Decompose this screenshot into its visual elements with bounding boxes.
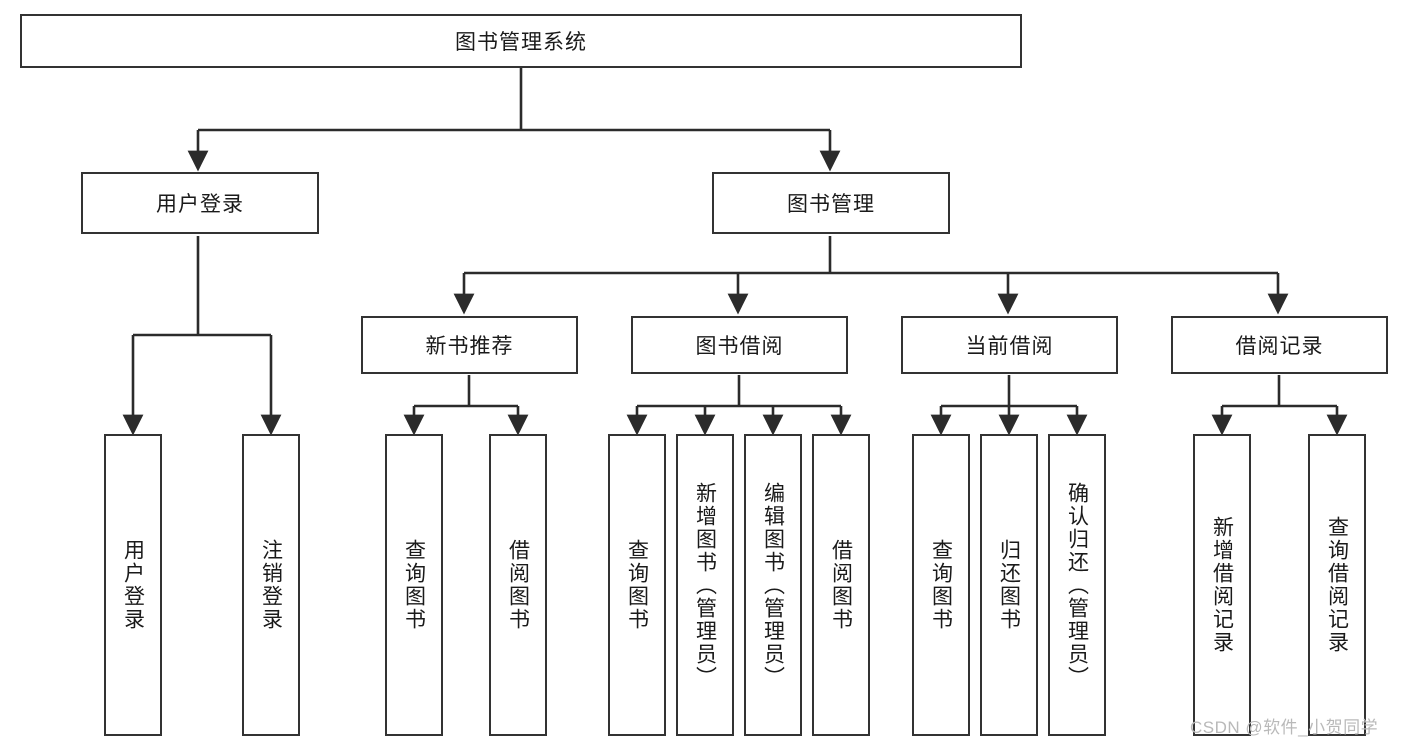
node-leaf-confirm-return-label: 确认归还（管理员）	[1065, 481, 1089, 689]
node-leaf-query-book-2-label: 查询图书	[625, 539, 649, 631]
node-leaf-borrow-book-2-label: 借阅图书	[829, 539, 853, 631]
node-book-manage-label: 图书管理	[787, 193, 875, 216]
node-leaf-add-record-label: 新增借阅记录	[1210, 516, 1234, 654]
node-leaf-add-record[interactable]: 新增借阅记录	[1193, 434, 1251, 736]
node-leaf-confirm-return[interactable]: 确认归还（管理员）	[1048, 434, 1106, 736]
node-user-login-label: 用户登录	[156, 193, 244, 216]
node-user-login[interactable]: 用户登录	[81, 172, 319, 234]
node-leaf-query-book-1[interactable]: 查询图书	[385, 434, 443, 736]
node-book-manage[interactable]: 图书管理	[712, 172, 950, 234]
node-book-borrow-label: 图书借阅	[695, 335, 784, 358]
node-leaf-edit-book[interactable]: 编辑图书（管理员）	[744, 434, 802, 736]
watermark: CSDN @软件_小贺同学	[1190, 718, 1379, 737]
node-leaf-query-book-3-label: 查询图书	[929, 539, 953, 631]
node-borrow-record-label: 借阅记录	[1235, 335, 1324, 358]
node-book-borrow[interactable]: 图书借阅	[631, 316, 848, 374]
node-borrow-record[interactable]: 借阅记录	[1171, 316, 1388, 374]
node-leaf-user-login-label: 用户登录	[121, 539, 145, 631]
node-leaf-query-book-2[interactable]: 查询图书	[608, 434, 666, 736]
node-leaf-user-login[interactable]: 用户登录	[104, 434, 162, 736]
node-new-book-recommend-label: 新书推荐	[425, 335, 514, 358]
node-leaf-borrow-book-1-label: 借阅图书	[506, 539, 530, 631]
node-leaf-add-book[interactable]: 新增图书（管理员）	[676, 434, 734, 736]
node-leaf-query-record-label: 查询借阅记录	[1325, 516, 1349, 654]
node-leaf-query-book-1-label: 查询图书	[402, 539, 426, 631]
node-leaf-query-record[interactable]: 查询借阅记录	[1308, 434, 1366, 736]
node-leaf-query-book-3[interactable]: 查询图书	[912, 434, 970, 736]
node-new-book-recommend[interactable]: 新书推荐	[361, 316, 578, 374]
node-leaf-user-logout[interactable]: 注销登录	[242, 434, 300, 736]
node-leaf-return-book-label: 归还图书	[997, 539, 1021, 631]
node-leaf-borrow-book-2[interactable]: 借阅图书	[812, 434, 870, 736]
node-leaf-edit-book-label: 编辑图书（管理员）	[761, 481, 785, 689]
node-root[interactable]: 图书管理系统	[20, 14, 1022, 68]
node-root-label: 图书管理系统	[455, 31, 587, 54]
node-leaf-return-book[interactable]: 归还图书	[980, 434, 1038, 736]
node-leaf-borrow-book-1[interactable]: 借阅图书	[489, 434, 547, 736]
node-current-borrow-label: 当前借阅	[965, 335, 1054, 358]
node-leaf-user-logout-label: 注销登录	[259, 539, 283, 631]
node-leaf-add-book-label: 新增图书（管理员）	[693, 481, 717, 689]
node-current-borrow[interactable]: 当前借阅	[901, 316, 1118, 374]
